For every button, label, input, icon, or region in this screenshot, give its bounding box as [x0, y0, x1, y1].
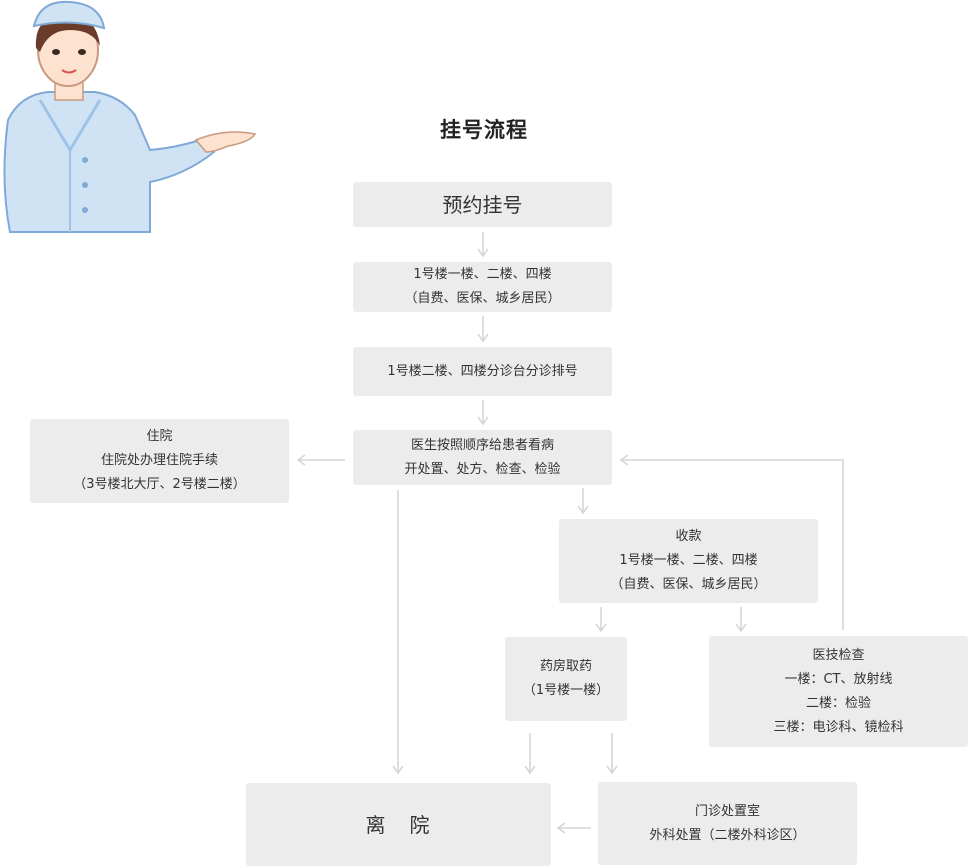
node-pharmacy: 药房取药 （1号楼一楼）: [505, 637, 627, 721]
node-register-line: （自费、医保、城乡居民）: [404, 291, 561, 306]
node-pharmacy-line: 药房取药: [539, 659, 592, 674]
node-doctor-line: 医生按照顺序给患者看病: [410, 437, 554, 453]
node-doctor-line: 开处置、处方、检查、检验: [404, 461, 561, 477]
node-clinic-line: 门诊处置室: [694, 803, 760, 819]
node-payment-line: （自费、医保、城乡居民）: [610, 577, 767, 592]
node-booking-line: 预约挂号: [442, 192, 523, 217]
node-payment-line: 收款: [675, 529, 702, 544]
node-pharmacy-line: （1号楼一楼）: [522, 683, 610, 698]
node-inpatient-line: 住院: [146, 429, 173, 444]
node-payment: 收款 1号楼一楼、二楼、四楼 （自费、医保、城乡居民）: [559, 519, 818, 603]
node-exam: 医技检查 一楼：CT、放射线 二楼：检验 三楼：电诊科、镜检科: [709, 636, 968, 747]
node-inpatient: 住院 住院处办理住院手续 （3号楼北大厅、2号楼二楼）: [30, 419, 289, 503]
node-inpatient-line: 住院处办理住院手续: [100, 453, 218, 468]
node-exam-line: 二楼：检验: [805, 695, 871, 711]
node-clinic: 门诊处置室 外科处置（二楼外科诊区）: [598, 782, 857, 865]
node-leave: 离 院: [246, 783, 551, 866]
node-payment-line: 1号楼一楼、二楼、四楼: [619, 553, 758, 568]
node-triage: 1号楼二楼、四楼分诊台分诊排号: [353, 347, 612, 396]
node-inpatient-line: （3号楼北大厅、2号楼二楼）: [73, 477, 246, 492]
node-register-line: 1号楼一楼、二楼、四楼: [413, 267, 552, 282]
page-title: 挂号流程: [440, 118, 528, 142]
node-exam-line: 三楼：电诊科、镜检科: [773, 719, 904, 735]
node-doctor: 医生按照顺序给患者看病 开处置、处方、检查、检验: [353, 430, 612, 485]
arrow-exam-to-doctor: [619, 454, 844, 630]
node-booking: 预约挂号: [353, 182, 612, 227]
node-register: 1号楼一楼、二楼、四楼 （自费、医保、城乡居民）: [353, 262, 612, 312]
node-triage-line: 1号楼二楼、四楼分诊台分诊排号: [387, 363, 578, 379]
node-exam-line: 一楼：CT、放射线: [784, 671, 893, 687]
node-clinic-line: 外科处置（二楼外科诊区）: [649, 827, 806, 843]
node-exam-line: 医技检查: [812, 647, 865, 663]
nurse-illustration: [3, 0, 257, 233]
node-leave-line: 离 院: [365, 812, 432, 837]
